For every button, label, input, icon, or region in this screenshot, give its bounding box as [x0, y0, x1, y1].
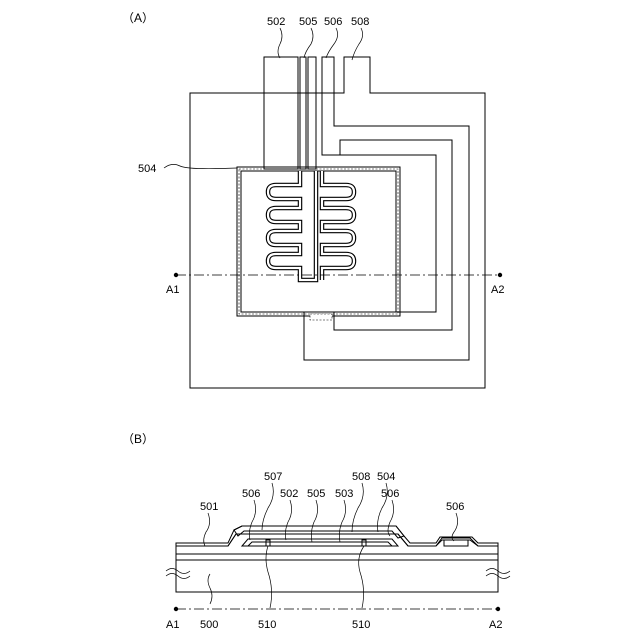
serpentine-electrode-left-core [268, 171, 316, 280]
cut-point-a1 [174, 273, 178, 277]
cut-label-b-a2: A2 [489, 619, 502, 631]
leader-b-500 [208, 574, 212, 604]
leader-b-507 [262, 483, 273, 530]
leader-505 [304, 28, 313, 58]
ref-b-505: 505 [307, 488, 325, 500]
gap-510-left [266, 540, 270, 546]
pad-504-dashed-edge [239, 169, 398, 314]
leader-504 [164, 164, 237, 168]
substrate-500 [176, 560, 498, 592]
layer-507 [234, 526, 404, 538]
break-symbol-left-top [166, 569, 190, 574]
cut-point-b-a1 [174, 607, 178, 611]
lead-506 [308, 57, 316, 169]
ref-506: 506 [324, 16, 342, 28]
leader-506 [326, 28, 338, 58]
ref-b-510a: 510 [258, 619, 276, 631]
cut-label-a2: A2 [491, 284, 504, 296]
ref-b-500: 500 [200, 619, 218, 631]
lead-505 [300, 57, 306, 169]
leader-502 [278, 28, 282, 58]
leader-b-510b [359, 546, 364, 608]
electrode-502-strip [264, 57, 298, 169]
ref-502: 502 [267, 16, 285, 28]
serpentine-electrode-right [322, 171, 354, 280]
ref-b-506a: 506 [242, 488, 260, 500]
cut-label-b-a1: A1 [166, 619, 179, 631]
ref-b-501: 501 [200, 501, 218, 513]
leader-b-508 [352, 483, 363, 532]
cut-point-a2 [498, 273, 502, 277]
gap-510-right [362, 540, 366, 546]
panel-b-label: （B） [122, 432, 154, 446]
leader-b-505 [311, 500, 317, 542]
panel-a-label: （A） [122, 11, 154, 25]
leader-b-503 [339, 500, 345, 542]
ref-b-506c: 506 [446, 501, 464, 513]
pad-506-right [444, 540, 468, 546]
pad-504-outer [237, 167, 400, 316]
ref-b-507: 507 [264, 471, 282, 483]
cut-point-b-a2 [496, 607, 500, 611]
layer-506-upper [176, 526, 498, 546]
break-symbol-left-bottom [166, 574, 190, 579]
ref-505: 505 [299, 16, 317, 28]
pad-504-inner [241, 171, 396, 312]
base-layer [176, 554, 498, 560]
ref-b-510b: 510 [352, 619, 370, 631]
leader-b-501 [204, 513, 210, 546]
ref-b-503: 503 [335, 488, 353, 500]
cut-label-a1: A1 [166, 284, 179, 296]
leader-b-510a [266, 546, 272, 608]
ref-b-504: 504 [377, 471, 395, 483]
ref-b-506b: 506 [381, 488, 399, 500]
bridge-dashed [310, 314, 332, 320]
ref-b-502: 502 [280, 488, 298, 500]
ref-508: 508 [351, 16, 369, 28]
ref-b-508: 508 [352, 471, 370, 483]
serpentine-electrode-left [268, 171, 316, 280]
leader-508 [352, 28, 363, 60]
ref-504: 504 [138, 163, 156, 175]
